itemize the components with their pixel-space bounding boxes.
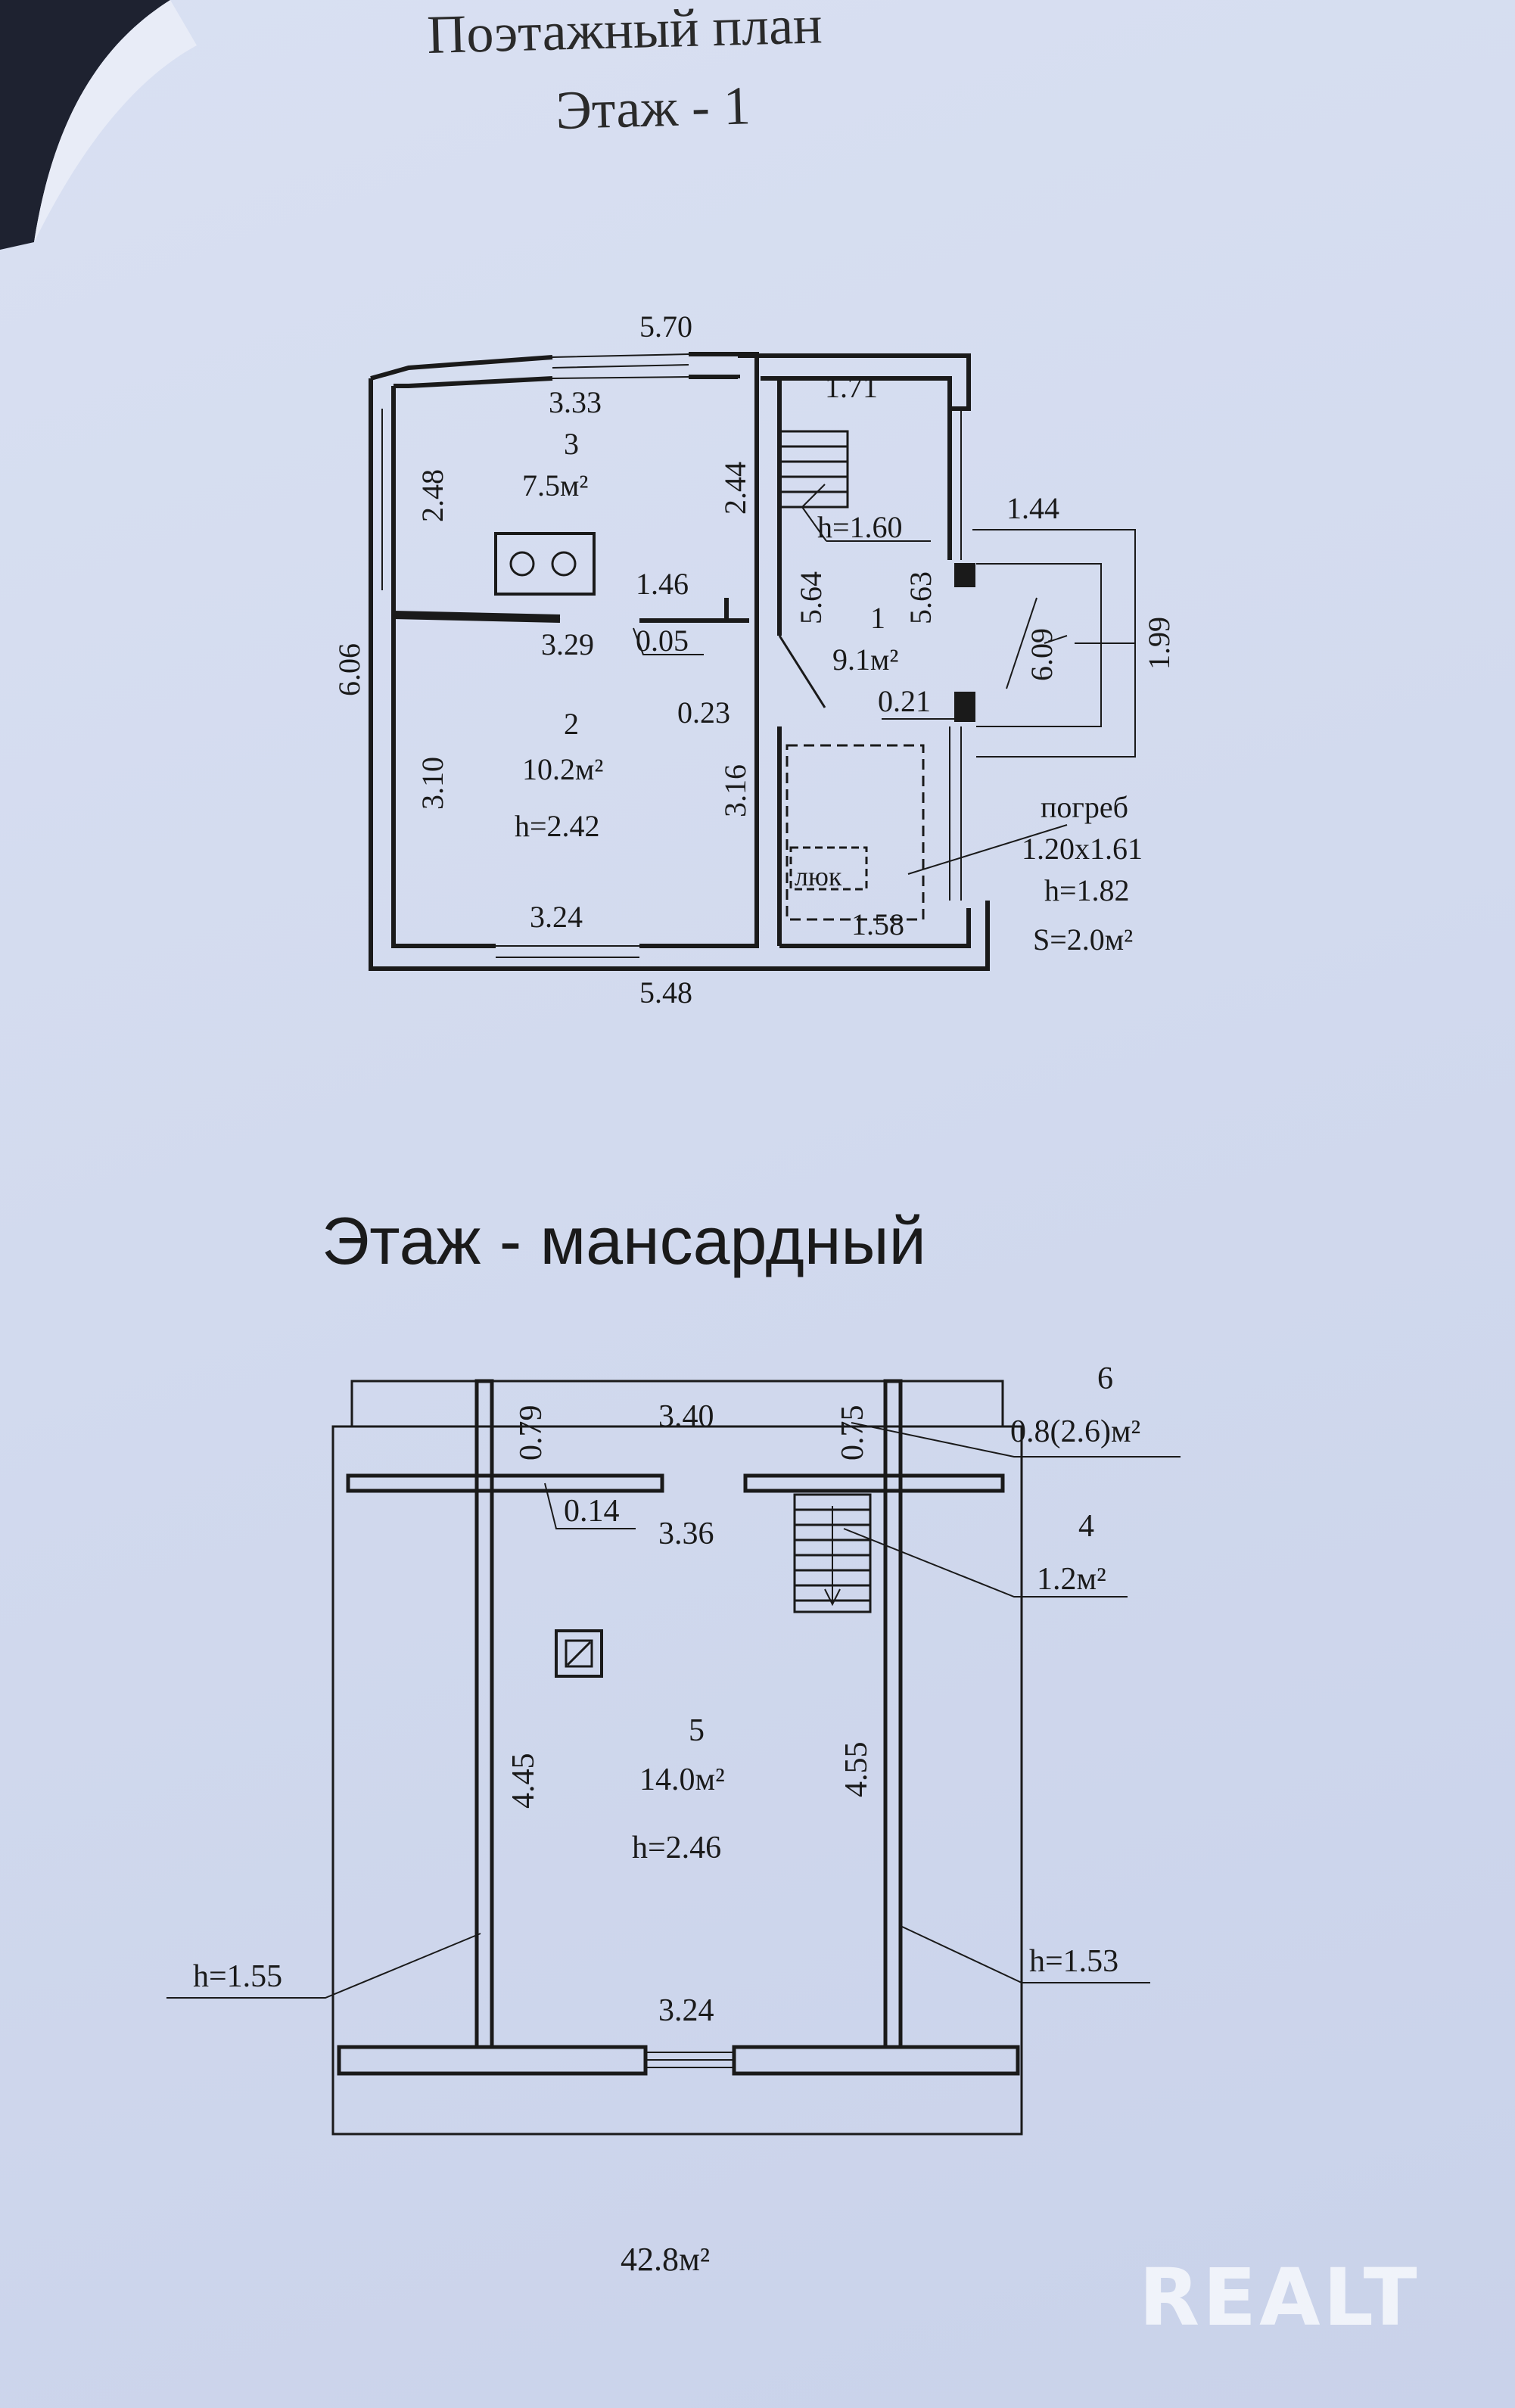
attic-outline bbox=[331, 1380, 1023, 2136]
dim-146: 1.46 bbox=[636, 567, 689, 601]
page-corner-shadow bbox=[0, 0, 170, 250]
room2-number: 2 bbox=[564, 707, 579, 741]
total-area: 42.8м² bbox=[621, 2241, 710, 2278]
floor1-ext-dimension-lines bbox=[972, 529, 1136, 758]
door-swing bbox=[778, 635, 826, 708]
cellar-leader bbox=[907, 824, 1068, 875]
room2-area: 10.2м² bbox=[522, 752, 603, 786]
dim-455: 4.55 bbox=[839, 1742, 874, 1798]
dim-005: 0.05 bbox=[636, 624, 689, 658]
dim-r3-width: 3.33 bbox=[549, 385, 602, 419]
realt-watermark-logo: REALT bbox=[1139, 2251, 1420, 2344]
pillar bbox=[954, 692, 975, 722]
dim-left-total: 6.06 bbox=[332, 643, 366, 696]
leader-line bbox=[801, 506, 827, 542]
floor1-heading: Этаж - 1 bbox=[555, 75, 751, 141]
dim-r3-left: 2.48 bbox=[415, 469, 450, 522]
dim-336: 3.36 bbox=[658, 1517, 714, 1551]
page-title: Поэтажный план bbox=[426, 0, 823, 65]
room6-area: 0.8(2.6)м² bbox=[1010, 1414, 1140, 1449]
floor1-stairs-icon bbox=[778, 430, 849, 509]
attic-heading: Этаж - мансардный bbox=[322, 1203, 926, 1278]
page-curl bbox=[34, 0, 197, 242]
room1-number: 1 bbox=[870, 601, 885, 635]
dim-340: 3.40 bbox=[658, 1399, 714, 1434]
dim-324: 3.24 bbox=[530, 900, 583, 934]
chimney-icon bbox=[555, 1629, 603, 1678]
dim-199: 1.99 bbox=[1142, 617, 1176, 670]
floor1-walls bbox=[369, 352, 990, 971]
step-height: h=1.60 bbox=[817, 510, 903, 544]
stove-burner-icon bbox=[551, 551, 577, 577]
hatch-label: люк bbox=[795, 861, 842, 891]
room3-number: 3 bbox=[564, 427, 579, 461]
dim-564: 5.64 bbox=[794, 571, 828, 624]
dim-079: 0.79 bbox=[514, 1405, 549, 1461]
dim-075: 0.75 bbox=[835, 1405, 870, 1461]
dim-144: 1.44 bbox=[1006, 491, 1059, 525]
cellar-area: S=2.0м² bbox=[1033, 922, 1133, 957]
dim-310: 3.10 bbox=[415, 757, 450, 810]
attic-walls bbox=[337, 1379, 1020, 2076]
attic-stairs-icon bbox=[793, 1493, 872, 1613]
leader-line bbox=[633, 627, 704, 655]
dim-top-total: 5.70 bbox=[639, 310, 692, 344]
dim-014: 0.14 bbox=[564, 1494, 620, 1529]
room5-area: 14.0м² bbox=[639, 1762, 725, 1797]
room1-area: 9.1м² bbox=[832, 642, 898, 677]
pillar bbox=[954, 563, 975, 587]
dim-445: 4.45 bbox=[506, 1753, 541, 1809]
dim-attic-324: 3.24 bbox=[658, 1993, 714, 2028]
floor1-windows bbox=[370, 353, 962, 969]
room4-number: 4 bbox=[1078, 1509, 1094, 1544]
room6-number: 6 bbox=[1097, 1361, 1113, 1396]
cellar-outline bbox=[785, 744, 925, 921]
dim-023: 0.23 bbox=[677, 695, 730, 730]
dim-r3-right: 2.44 bbox=[718, 462, 752, 515]
attic-leader-lines bbox=[166, 1422, 1181, 1999]
dim-609: 6.09 bbox=[1025, 628, 1059, 681]
dim-329: 3.29 bbox=[541, 627, 594, 661]
stove-icon bbox=[494, 532, 596, 596]
dim-563: 5.63 bbox=[904, 571, 938, 624]
dim-bottom-total: 5.48 bbox=[639, 975, 692, 1010]
dim-158: 1.58 bbox=[851, 907, 904, 941]
cellar-height: h=1.82 bbox=[1044, 873, 1130, 907]
cellar-label: погреб bbox=[1041, 790, 1128, 824]
room5-height: h=2.46 bbox=[632, 1831, 721, 1865]
stove-burner-icon bbox=[509, 551, 535, 577]
dim-r1-width: 1.71 bbox=[825, 370, 878, 404]
dim-021: 0.21 bbox=[878, 684, 931, 718]
dim-316: 3.16 bbox=[718, 764, 752, 817]
cellar-hatch bbox=[789, 846, 868, 891]
attic-h-right: h=1.53 bbox=[1029, 1944, 1118, 1979]
room5-number: 5 bbox=[689, 1713, 705, 1748]
room2-height: h=2.42 bbox=[515, 809, 600, 843]
room3-area: 7.5м² bbox=[522, 468, 588, 502]
cellar-size: 1.20x1.61 bbox=[1022, 832, 1143, 866]
room4-area: 1.2м² bbox=[1037, 1562, 1106, 1597]
attic-h-left: h=1.55 bbox=[193, 1959, 282, 1994]
